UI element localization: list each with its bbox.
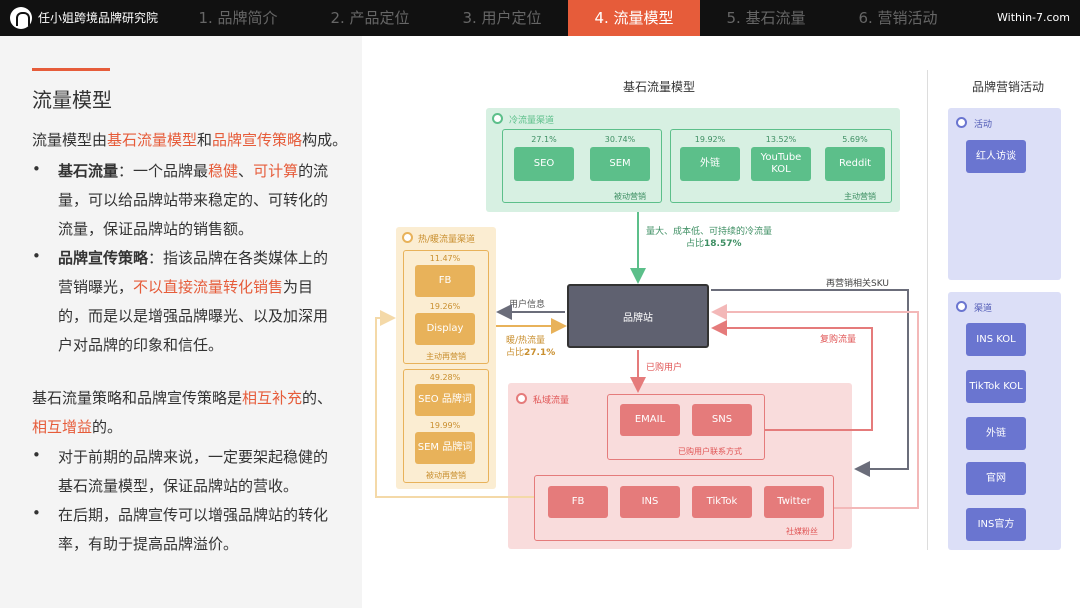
tab-marketing-activities[interactable]: 6. 营销活动 [858,9,938,27]
page-title: 流量模型 [32,88,112,112]
tab-product-positioning[interactable]: 2. 产品定位 [330,9,410,27]
top-navigation-bar: 任小姐跨境品牌研究院 1. 品牌简介 2. 产品定位 3. 用户定位 4. 流量… [0,0,1080,36]
tab-traffic-model[interactable]: 4. 流量模型 [568,0,700,36]
fb-remarketing-channel[interactable]: FB [415,265,475,297]
display-percentage: 19.26% [429,302,461,311]
bullet-brand-strategy-line4: 户对品牌的印象和信任。 [58,336,224,354]
fb-remarketing-percentage: 11.47% [429,254,461,263]
cold-traffic-label: 冷流量渠道 [509,116,555,126]
seo-brand-keyword[interactable]: SEO 品牌词 [415,384,475,416]
youtube-kol-channel[interactable]: YouTube KOL [751,147,811,181]
bullet-late-stage-line2: 率，有助于提高品牌溢价。 [58,535,239,553]
repurchase-label: 复购流量 [820,335,857,345]
tab-base-traffic[interactable]: 5. 基石流量 [726,9,806,27]
tiktok-fans-channel[interactable]: TikTok [692,486,752,518]
sem-percentage: 30.74% [604,135,636,144]
social-fans-label: 社媒粉丝 [786,527,818,536]
title-accent-bar [32,68,110,71]
remarketing-sku-label: 再营销相关SKU [826,279,889,289]
seo-percentage: 27.1% [531,135,557,144]
complement-paragraph-line1: 基石流量策略和品牌宣传策略是相互补充的、 [32,389,333,407]
bullet-base-traffic-line2: 量，可以给品牌站带来稳定的、可转化的 [58,191,329,209]
marketing-activities-title: 品牌营销活动 [972,80,1045,94]
cold-passive-label: 被动营销 [614,192,646,201]
display-channel[interactable]: Display [415,313,475,345]
cold-active-label: 主动营销 [844,192,876,201]
warm-passive-label: 被动再营销 [426,471,466,480]
ins-fans-channel[interactable]: INS [620,486,680,518]
seo-channel[interactable]: SEO [514,147,574,181]
twitter-fans-channel[interactable]: Twitter [764,486,824,518]
warm-share-note: 占比27.1% [506,348,556,358]
bullet-late-stage-line1: 在后期，品牌宣传可以增强品牌站的转化 [58,506,329,524]
bullet-marker: • [32,247,41,265]
sns-channel[interactable]: SNS [692,404,752,436]
cold-active-group [670,129,892,203]
youtube-kol-percentage: 13.52% [765,135,797,144]
purchased-users-label: 已购用户 [646,363,683,373]
radio-icon [956,301,967,312]
warm-traffic-label: 热/暖流量渠道 [418,235,476,245]
bullet-marker: • [32,446,41,464]
bullet-early-stage-line2: 基石流量模型，保证品牌站的营收。 [58,477,299,495]
tab-brand-intro[interactable]: 1. 品牌简介 [198,9,278,27]
bullet-early-stage-line1: 对于前期的品牌来说，一定要架起稳健的 [58,448,329,466]
channels-label: 渠道 [974,304,993,314]
bullet-brand-strategy-line2: 营销曝光，不以直接流量转化销售为目 [58,278,314,296]
activity-panel [948,108,1061,280]
ins-kol-item[interactable]: INS KOL [966,323,1026,356]
sem-brand-percentage: 19.99% [429,421,461,430]
backlink-percentage: 19.92% [694,135,726,144]
bullet-marker: • [32,504,41,522]
sem-brand-keyword[interactable]: SEM 品牌词 [415,432,475,464]
radio-icon [516,393,527,404]
bullet-base-traffic-line1: 基石流量：一个品牌最稳健、可计算的流 [58,162,329,180]
warm-active-label: 主动再营销 [426,352,466,361]
backlinks-item[interactable]: 外链 [966,417,1026,450]
reddit-percentage: 5.69% [842,135,868,144]
bullet-brand-strategy-line3: 的，而是以是增强品牌曝光、以及加深用 [58,307,329,325]
radio-icon [492,113,503,124]
backlink-channel[interactable]: 外链 [680,147,740,181]
diagram-title: 基石流量模型 [623,80,696,94]
sem-channel[interactable]: SEM [590,147,650,181]
activity-label: 活动 [974,120,993,130]
cold-passive-group [502,129,662,203]
official-site-item[interactable]: 官网 [966,462,1026,495]
complement-paragraph-line2: 相互增益的。 [32,418,123,436]
cold-arrow-note: 量大、成本低、可持续的冷流量 [646,227,773,237]
tab-user-positioning[interactable]: 3. 用户定位 [462,9,542,27]
email-channel[interactable]: EMAIL [620,404,680,436]
cold-share-note: 占比18.57% [686,239,742,249]
brand-logo-icon [10,7,32,29]
site-url[interactable]: Within-7.com [997,11,1070,24]
brand-site-node[interactable]: 品牌站 [567,284,709,348]
bullet-brand-strategy-line1: 品牌宣传策略：指该品牌在各类媒体上的 [58,249,329,267]
radio-icon [956,117,967,128]
contacts-label: 已购用户联系方式 [678,447,742,456]
radio-icon [402,232,413,243]
bullet-base-traffic-line3: 流量，保证品牌站的销售额。 [58,220,254,238]
private-traffic-label: 私域流量 [533,396,570,406]
fb-fans-channel[interactable]: FB [548,486,608,518]
reddit-channel[interactable]: Reddit [825,147,885,181]
left-text-panel [0,36,362,608]
bullet-marker: • [32,160,41,178]
brand-name: 任小姐跨境品牌研究院 [38,11,159,25]
user-info-label: 用户信息 [509,300,546,310]
influencer-interview-item[interactable]: 红人访谈 [966,140,1026,173]
intro-paragraph: 流量模型由基石流量模型和品牌宣传策略构成。 [32,131,348,149]
ins-official-item[interactable]: INS官方 [966,508,1026,541]
column-divider [927,70,928,550]
tiktok-kol-item[interactable]: TikTok KOL [966,370,1026,403]
seo-brand-percentage: 49.28% [429,373,461,382]
